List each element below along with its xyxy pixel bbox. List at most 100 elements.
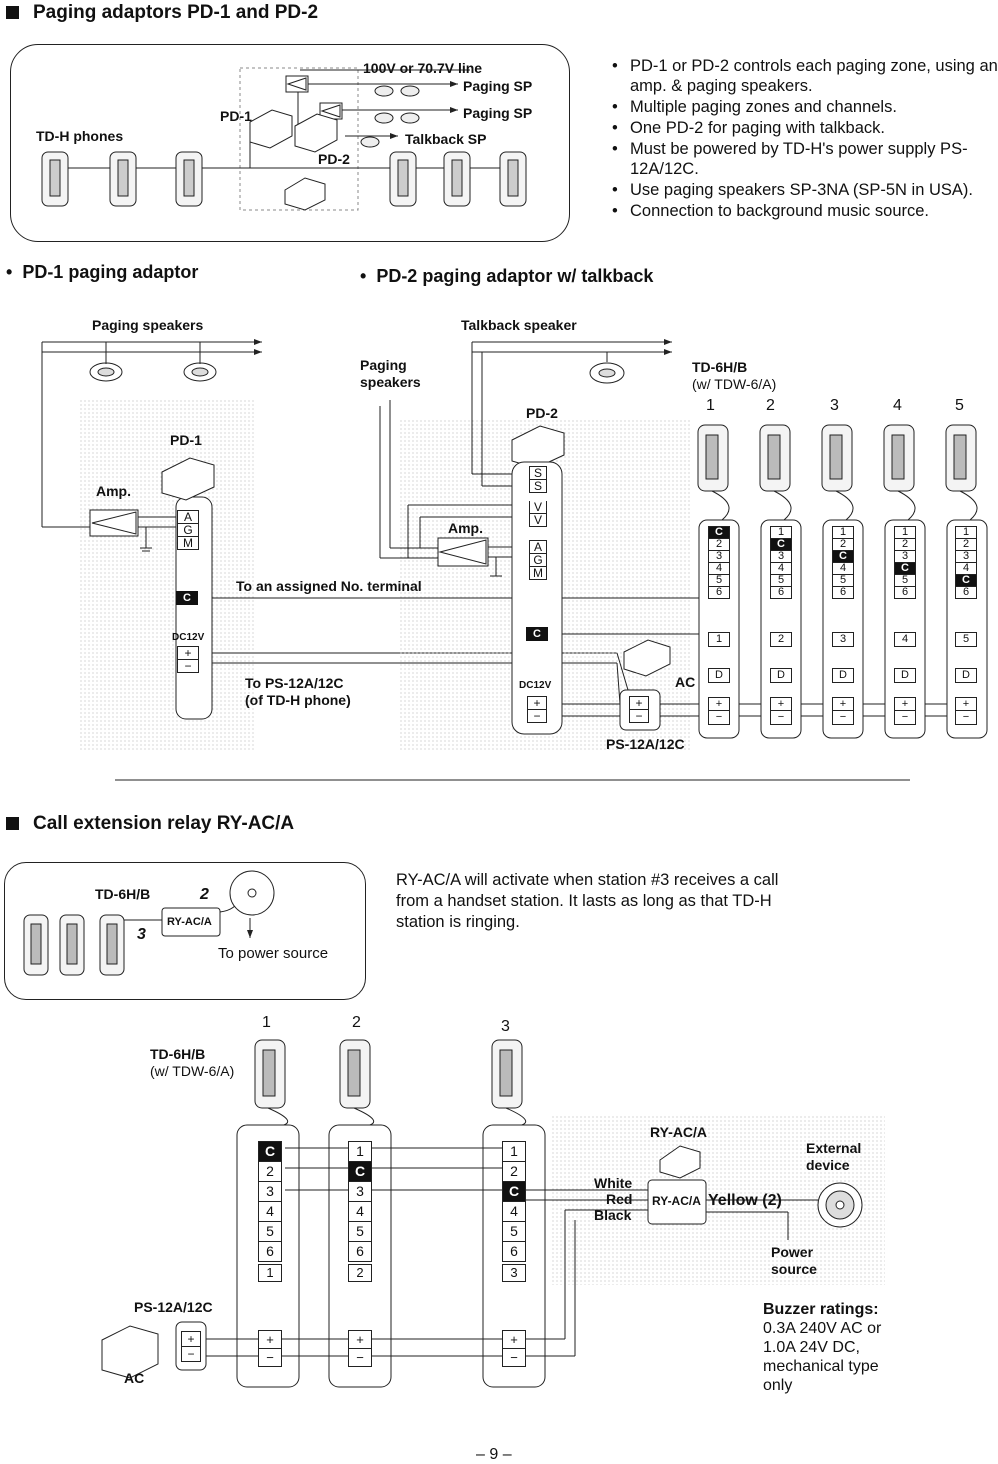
wire-red-label: Red bbox=[606, 1191, 633, 1207]
d-terminal: D bbox=[832, 668, 854, 683]
pd1-c-terminal: C bbox=[176, 591, 198, 605]
call-terminal-c: C bbox=[770, 538, 792, 551]
talkback-sp-label: Talkback SP bbox=[405, 131, 487, 147]
plus-terminal: + bbox=[258, 1330, 282, 1349]
station-number: 1 bbox=[262, 1014, 271, 1031]
terminal-cell: 6 bbox=[770, 586, 792, 599]
td6h-phones-pd2 bbox=[697, 424, 977, 492]
relay-section-title: Call extension relay RY-AC/A bbox=[33, 813, 295, 834]
minus-terminal: − bbox=[258, 1348, 282, 1367]
terminal-cell: 6 bbox=[832, 586, 854, 599]
terminal-cell: 6 bbox=[258, 1241, 282, 1262]
terminal-cell: 5 bbox=[348, 1221, 372, 1242]
buzzer-line: mechanical type bbox=[763, 1358, 879, 1375]
relay-station-strips bbox=[236, 1124, 546, 1388]
terminal-g: G bbox=[177, 524, 199, 537]
wire-white-label: White bbox=[594, 1175, 633, 1191]
plus-terminal: + bbox=[181, 1331, 201, 1347]
feature-item: One PD-2 for paging with talkback. bbox=[610, 118, 998, 138]
station-number: 4 bbox=[893, 397, 902, 414]
pd2-c-terminal: C bbox=[526, 627, 548, 641]
feature-item: Use paging speakers SP-3NA (SP-5N in USA… bbox=[610, 180, 990, 200]
to-ps-label: To PS-12A/12C (of TD-H phone) bbox=[245, 675, 351, 709]
feature-item: Multiple paging zones and channels. bbox=[610, 97, 998, 117]
terminal-a: A bbox=[529, 540, 547, 554]
ps-power-terminals: + − bbox=[629, 696, 649, 723]
paging-sp-label-2: Paging SP bbox=[463, 105, 533, 121]
wire-black-label: Black bbox=[594, 1207, 632, 1223]
pd1-heading: • PD-1 paging adaptor bbox=[6, 262, 199, 282]
power-line2: source bbox=[771, 1261, 817, 1277]
buzzer-ratings: Buzzer ratings: 0.3A 240V AC or 1.0A 24V… bbox=[763, 1300, 881, 1395]
pd1-amp-label: Amp. bbox=[96, 483, 131, 499]
minus-terminal: − bbox=[832, 710, 854, 725]
paging-feature-list: PD-1 or PD-2 controls each paging zone, … bbox=[610, 56, 998, 222]
station-number: 5 bbox=[955, 397, 964, 414]
relay-ps-label: PS-12A/12C bbox=[134, 1299, 213, 1315]
plus-terminal: + bbox=[629, 696, 649, 710]
td-h-phones-label: TD-H phones bbox=[36, 128, 124, 144]
to-power-source-label: To power source bbox=[218, 945, 329, 962]
relay-td6h-label: TD-6H/B bbox=[95, 886, 151, 902]
power-line1: Power bbox=[771, 1244, 814, 1260]
to-ps-line2: (of TD-H phone) bbox=[245, 692, 351, 708]
terminal-cell: 1 bbox=[955, 526, 977, 539]
pd1-overview-label: PD-1 bbox=[220, 108, 252, 124]
relay-title-label: RY-AC/A bbox=[650, 1124, 708, 1140]
buzzer-line: only bbox=[763, 1377, 793, 1394]
td6h-label: TD-6H/B bbox=[692, 359, 748, 375]
buzzer-title: Buzzer ratings: bbox=[763, 1301, 879, 1318]
pd2-amp-label: Amp. bbox=[448, 520, 483, 536]
external-line2: device bbox=[806, 1157, 850, 1173]
pd2-agm-terminals: A G M bbox=[529, 540, 547, 580]
pd1-unit-icon bbox=[161, 457, 215, 501]
terminal-s: S bbox=[529, 480, 547, 493]
feature-item: Must be powered by TD-H's power supply P… bbox=[610, 139, 990, 179]
paging-speakers-label: Paging speakers bbox=[92, 317, 204, 333]
paging-section-heading: Paging adaptors PD-1 and PD-2 bbox=[6, 2, 318, 24]
to-assigned-terminal-label: To an assigned No. terminal bbox=[236, 578, 422, 594]
relay-overview-box-label: RY-AC/A bbox=[167, 916, 212, 928]
talkback-speaker-label: Talkback speaker bbox=[461, 317, 577, 333]
external-device-buzzer bbox=[817, 1182, 863, 1228]
page-number: – 9 – bbox=[476, 1446, 512, 1463]
section-bullet-square bbox=[6, 817, 19, 831]
d-terminal: D bbox=[770, 668, 792, 683]
relay-description: RY-AC/A will activate when station #3 re… bbox=[396, 871, 779, 931]
terminal-cell: 3 bbox=[258, 1181, 282, 1202]
pd2-paging-speakers-label: Paging speakers bbox=[360, 357, 421, 391]
pd2-heading-text: PD-2 paging adaptor w/ talkback bbox=[376, 266, 654, 286]
terminal-v: V bbox=[529, 514, 547, 527]
to-ps-line1: To PS-12A/12C bbox=[245, 675, 344, 691]
external-device-label: External device bbox=[806, 1140, 861, 1174]
station-id-terminal: 2 bbox=[348, 1264, 372, 1282]
terminal-cell: 5 bbox=[258, 1221, 282, 1242]
pd2-ac-label: AC bbox=[675, 674, 696, 690]
terminal-m: M bbox=[529, 567, 547, 580]
pd2-paging-line1: Paging bbox=[360, 357, 407, 373]
terminal-cell: 5 bbox=[502, 1221, 526, 1242]
plus-terminal: + bbox=[177, 646, 199, 660]
pd1-agm-terminals: A G M bbox=[177, 510, 199, 550]
station-id-terminal: 1 bbox=[708, 632, 730, 647]
pd2-ps-label: PS-12A/12C bbox=[606, 736, 685, 752]
paging-overview-box bbox=[10, 44, 570, 242]
power-source-label: Power source bbox=[771, 1244, 817, 1278]
relay-phones bbox=[254, 1039, 523, 1109]
terminal-cell: 2 bbox=[894, 538, 916, 551]
buzzer-line: 0.3A 240V AC or bbox=[763, 1320, 882, 1337]
station-id-terminal: 1 bbox=[258, 1264, 282, 1282]
pd1-dotted-area bbox=[80, 400, 255, 750]
station-id-terminal: 4 bbox=[894, 632, 916, 647]
terminal-cell: 2 bbox=[708, 538, 730, 551]
minus-terminal: − bbox=[955, 710, 977, 725]
d-terminal: D bbox=[955, 668, 977, 683]
terminal-cell: 4 bbox=[258, 1201, 282, 1222]
minus-terminal: − bbox=[502, 1348, 526, 1367]
terminal-s: S bbox=[529, 466, 547, 480]
call-terminal-c: C bbox=[502, 1181, 526, 1202]
plus-terminal: + bbox=[527, 696, 547, 710]
minus-terminal: − bbox=[629, 710, 649, 723]
pd1-power-terminals: + − bbox=[177, 646, 199, 673]
minus-terminal: − bbox=[708, 710, 730, 725]
